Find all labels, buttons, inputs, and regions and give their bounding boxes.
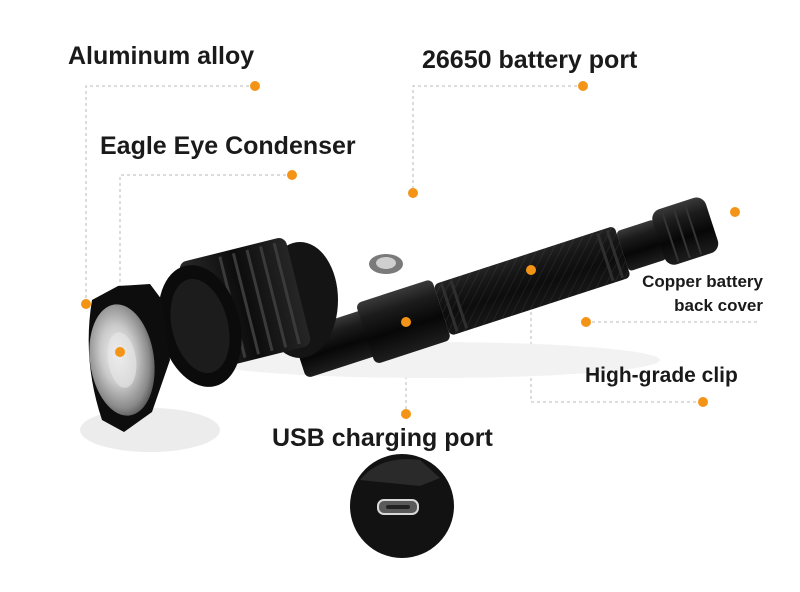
label-condenser: Eagle Eye Condenser — [100, 132, 356, 160]
dot-copper-cover — [581, 317, 591, 327]
leader-clip — [530, 270, 703, 403]
label-usb-port: USB charging port — [272, 424, 493, 452]
usb-port-closeup — [350, 454, 454, 558]
dot-switch — [401, 317, 411, 327]
dot-clip-2 — [698, 397, 708, 407]
label-copper-cover-line1: Copper battery — [642, 272, 763, 291]
leader-aluminum-alloy — [85, 85, 255, 304]
dot-battery-port-2 — [408, 188, 418, 198]
dot-condenser — [287, 170, 297, 180]
tail-cap — [652, 197, 719, 265]
dot-tail-cap — [730, 207, 740, 217]
dot-head — [81, 299, 91, 309]
label-aluminum-alloy: Aluminum alloy — [68, 42, 255, 70]
dot-usb — [401, 409, 411, 419]
dot-battery-port — [578, 81, 588, 91]
callout-dots — [81, 81, 740, 419]
leader-battery-port — [412, 85, 583, 193]
label-battery-port: 26650 battery port — [422, 46, 638, 74]
zoom-bezel — [88, 284, 170, 432]
flashlight-head — [158, 238, 338, 387]
label-clip: High-grade clip — [585, 364, 738, 387]
dot-lens — [115, 347, 125, 357]
dot-clip — [526, 265, 536, 275]
dot-aluminum-alloy — [250, 81, 260, 91]
label-copper-cover-line2: back cover — [674, 296, 763, 315]
